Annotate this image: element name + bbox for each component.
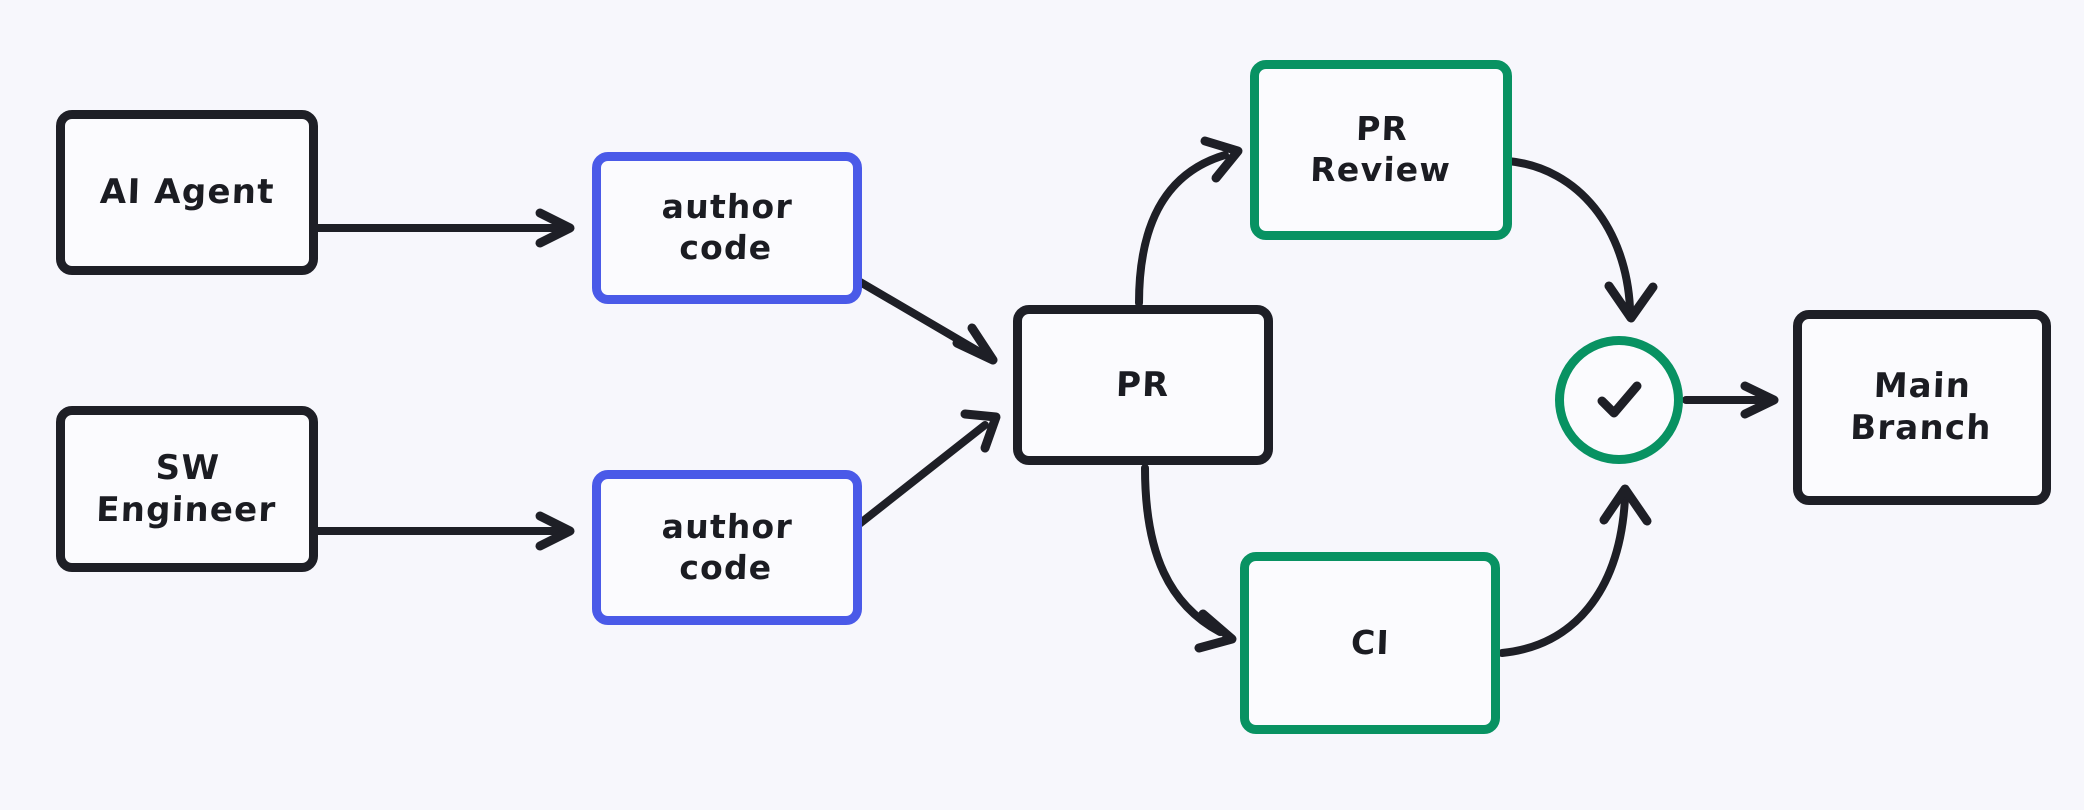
edge-author-code-1-to-pr [851, 275, 998, 365]
edge-ci-to-check [1498, 484, 1652, 657]
node-ci-label: CI [1349, 622, 1391, 662]
node-sw-engineer-label: SW Engineer [95, 447, 278, 530]
edge-sw-engineer-to-author-code [314, 511, 575, 551]
node-author-code-top-label: author code [661, 187, 795, 267]
node-merge-check[interactable] [1555, 336, 1683, 464]
check-icon [1597, 381, 1642, 418]
node-ai-agent[interactable]: AI Agent [56, 110, 318, 275]
node-pr[interactable]: PR [1013, 305, 1273, 465]
node-sw-engineer[interactable]: SW Engineer [56, 406, 318, 572]
node-main-branch-label: Main Branch [1849, 366, 1993, 449]
node-ci[interactable]: CI [1240, 552, 1500, 734]
edge-check-to-main-branch [1682, 381, 1779, 419]
node-main-branch[interactable]: Main Branch [1793, 310, 2051, 505]
node-pr-review-label: PR Review [1309, 109, 1452, 189]
edge-author-code-2-to-pr [854, 409, 1001, 529]
node-pr-review[interactable]: PR Review [1250, 60, 1512, 240]
edge-pr-review-to-check [1504, 157, 1658, 323]
node-author-code-top[interactable]: author code [592, 152, 862, 304]
edge-pr-to-ci [1141, 464, 1237, 653]
node-pr-label: PR [1115, 364, 1171, 405]
edge-pr-to-pr-review [1135, 136, 1243, 307]
node-author-code-bottom-label: author code [661, 506, 795, 587]
node-ai-agent-label: AI Agent [99, 172, 275, 213]
edge-ai-agent-to-author-code [314, 208, 575, 248]
node-author-code-bottom[interactable]: author code [592, 470, 862, 625]
